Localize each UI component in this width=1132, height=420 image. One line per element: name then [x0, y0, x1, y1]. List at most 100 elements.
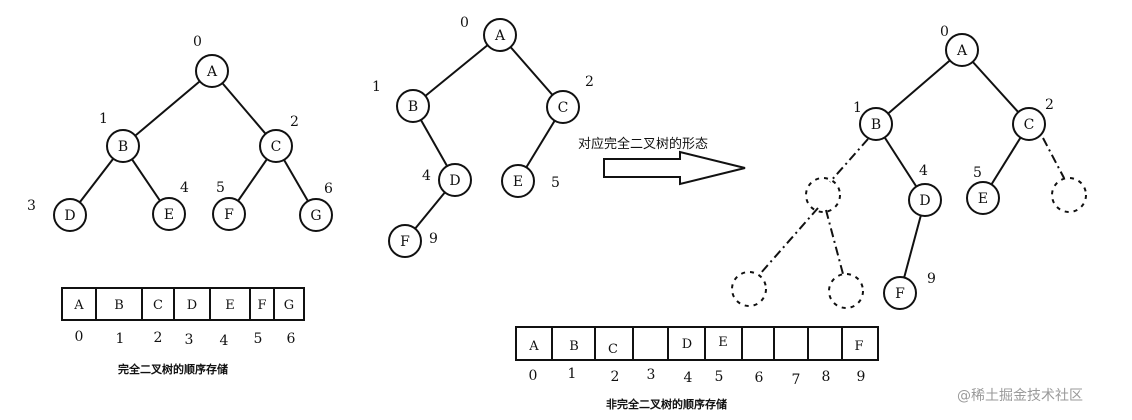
- array-index: 6: [287, 331, 296, 347]
- node-label: F: [895, 286, 905, 302]
- array-cell: [841, 326, 879, 361]
- incomplete-node-index: 0: [460, 15, 469, 31]
- node-label: B: [118, 139, 128, 155]
- array-index: 6: [755, 370, 764, 386]
- incomplete-node-A: A: [483, 18, 517, 52]
- array-cell: [249, 287, 275, 321]
- node-label: A: [956, 43, 968, 59]
- array-cell: [273, 287, 305, 321]
- virtual-node: [828, 273, 864, 309]
- complete-node-B: B: [106, 129, 140, 163]
- array-index: 2: [154, 330, 163, 346]
- incomplete-edge-A-B: [412, 34, 501, 107]
- node-label: D: [64, 208, 75, 224]
- incomplete-node-D: D: [438, 163, 472, 197]
- incomplete-node-C: C: [546, 90, 580, 124]
- form-node-index: 9: [927, 271, 936, 287]
- incomplete-node-index: 2: [585, 74, 594, 90]
- array-cell-value: B: [114, 298, 124, 313]
- array-index: 3: [647, 367, 656, 383]
- complete-node-index: 5: [216, 180, 225, 196]
- array-cell: [95, 287, 143, 321]
- incomplete-node-B: B: [396, 89, 430, 123]
- array-index: 5: [715, 369, 724, 385]
- complete-node-index: 1: [99, 111, 108, 127]
- array-cell: [704, 326, 743, 361]
- node-label: A: [206, 64, 218, 80]
- arrow-label: 对应完全二叉树的形态: [578, 136, 708, 152]
- complete-node-index: 4: [180, 180, 189, 196]
- complete-node-C: C: [259, 129, 293, 163]
- complete-node-index: 2: [290, 114, 299, 130]
- array-cell-value: C: [153, 298, 163, 313]
- array-cell-value: E: [718, 335, 728, 350]
- array-cell: [61, 287, 97, 321]
- incomplete-node-index: 1: [372, 79, 381, 95]
- array-cell-value: D: [187, 298, 197, 313]
- array-cell: [807, 326, 843, 361]
- form-edge-A-B: [875, 49, 963, 125]
- node-label: F: [224, 207, 234, 223]
- array-index: 9: [857, 369, 866, 385]
- array-cell-value: A: [73, 298, 84, 313]
- complete-tree: A B C D E F G 0 1 2 3 4 5: [27, 34, 333, 232]
- arrow-icon: [603, 150, 746, 186]
- array-index: 1: [568, 366, 577, 382]
- array-index: 4: [220, 333, 229, 349]
- array-index: 8: [822, 369, 831, 385]
- node-label: G: [310, 208, 321, 224]
- complete-node-D: D: [53, 198, 87, 232]
- array-cell-value: C: [608, 342, 618, 357]
- transform-arrow: 对应完全二叉树的形态: [578, 136, 746, 186]
- complete-node-G: G: [299, 198, 333, 232]
- array-index: 2: [611, 369, 620, 385]
- node-label: D: [919, 193, 930, 209]
- form-node-B: B: [859, 107, 893, 141]
- form-node-index: 2: [1045, 97, 1054, 113]
- incomplete-tree-caption: 非完全二叉树的顺序存储: [606, 397, 727, 411]
- node-label: D: [449, 173, 460, 189]
- virtual-node: [805, 177, 841, 213]
- array-cell: [551, 326, 596, 361]
- form-node-F: F: [883, 276, 917, 310]
- form-node-A: A: [945, 33, 979, 67]
- array-cell-value: G: [284, 298, 294, 313]
- incomplete-array: A B C D E F 0 1 2 3 4 5 6 7 8 9: [515, 326, 879, 388]
- array-cell-value: F: [854, 339, 863, 354]
- form-node-index: 5: [973, 165, 982, 181]
- array-cell-value: B: [569, 339, 579, 354]
- form-virtual-edge: [759, 207, 819, 275]
- node-label: E: [513, 174, 523, 190]
- node-label: B: [408, 99, 418, 115]
- form-node-index: 1: [853, 100, 862, 116]
- form-node-E: E: [966, 181, 1000, 215]
- node-label: C: [271, 139, 282, 155]
- array-cell: [632, 326, 669, 361]
- incomplete-node-F: F: [388, 224, 422, 258]
- node-label: A: [494, 28, 506, 44]
- array-index: 5: [254, 331, 263, 347]
- form-virtual-edge: [1042, 137, 1065, 179]
- array-cell-value: E: [225, 298, 235, 313]
- complete-node-E: E: [152, 197, 186, 231]
- node-label: F: [400, 234, 410, 250]
- array-index: 1: [116, 331, 125, 347]
- complete-edge-A-B: [122, 70, 213, 147]
- array-cell-value: F: [257, 298, 266, 313]
- complete-node-index: 3: [27, 198, 36, 214]
- form-node-C: C: [1012, 107, 1046, 141]
- form-virtual-edge: [829, 138, 869, 183]
- completed-form-tree: A B C D E F 0 1 2 4 5 9: [731, 24, 1087, 310]
- form-node-D: D: [908, 183, 942, 217]
- array-cell: [141, 287, 175, 321]
- virtual-node: [731, 271, 767, 307]
- array-cell-value: A: [528, 339, 539, 354]
- complete-tree-caption: 完全二叉树的顺序存储: [118, 362, 228, 376]
- watermark-text: @稀土掘金技术社区: [957, 388, 1083, 404]
- virtual-node: [1051, 177, 1087, 213]
- array-index: 0: [75, 329, 84, 345]
- node-label: E: [978, 191, 988, 207]
- array-cell: [741, 326, 775, 361]
- array-index: 3: [185, 332, 194, 348]
